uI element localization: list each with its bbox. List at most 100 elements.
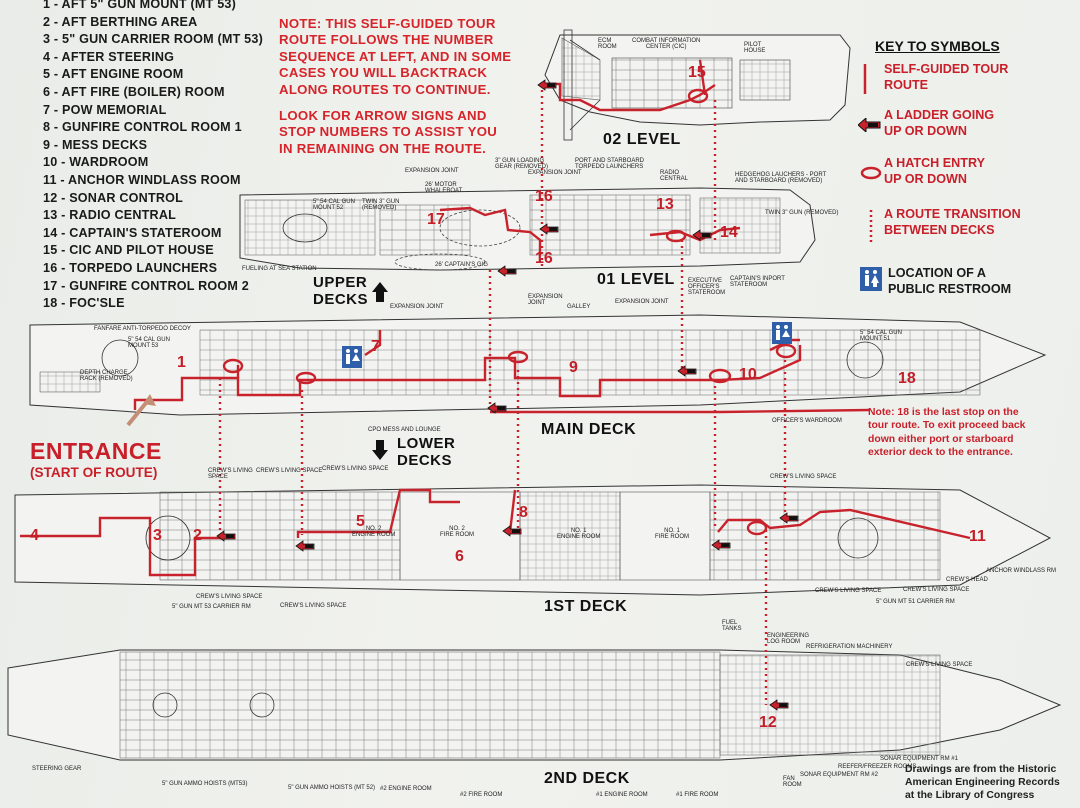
room-label: CREW'S LIVING SPACE bbox=[280, 603, 347, 609]
deck-label-line: DECKS bbox=[313, 291, 369, 308]
deck-label: MAIN DECK bbox=[541, 421, 637, 438]
deck-label: 01 LEVEL bbox=[597, 271, 675, 288]
deck-01-level bbox=[239, 187, 816, 271]
room-label: REFRIGERATION MACHINERY bbox=[806, 644, 893, 650]
room-label: TWIN 3" GUN(REMOVED) bbox=[362, 199, 400, 211]
note-line: CASES YOU WILL BACKTRACK bbox=[279, 65, 488, 81]
key-text: BETWEEN DECKS bbox=[884, 222, 995, 237]
exit-note-line: tour route. To exit proceed back bbox=[868, 420, 1026, 432]
room-label: EXPANSION JOINT bbox=[528, 170, 582, 176]
legend-item: 17 - GUNFIRE CONTROL ROOM 2 bbox=[43, 278, 249, 293]
restroom-icon bbox=[772, 322, 792, 344]
deck-label-line: DECKS bbox=[397, 452, 453, 469]
legend-item: 3 - 5" GUN CARRIER ROOM (MT 53) bbox=[43, 32, 263, 47]
room-label: SONAR EQUIPMENT RM #1 bbox=[880, 756, 958, 762]
stop-number: 17 bbox=[427, 211, 445, 228]
key-text: LOCATION OF A bbox=[888, 266, 986, 280]
room-label: CREW'S HEAD bbox=[946, 577, 988, 583]
room-label: FANFARE ANTI-TORPEDO DECOY bbox=[94, 326, 191, 332]
deck-label: 02 LEVEL bbox=[603, 131, 681, 148]
key-text: ROUTE bbox=[884, 77, 929, 92]
room-label: #1 FIRE ROOM bbox=[676, 792, 719, 798]
exit-note-line: exterior deck to the entrance. bbox=[868, 447, 1013, 459]
legend-item: 5 - AFT ENGINE ROOM bbox=[43, 67, 184, 82]
key-text: A ROUTE TRANSITION bbox=[884, 207, 1021, 221]
legend-item: 12 - SONAR CONTROL bbox=[43, 190, 184, 205]
stop-number: 12 bbox=[759, 714, 777, 731]
key-text: PUBLIC RESTROOM bbox=[888, 281, 1012, 296]
route-line-icon bbox=[863, 64, 867, 94]
room-label: CREW'S LIVING SPACE bbox=[322, 466, 389, 472]
deck-label-line: LOWER bbox=[397, 435, 456, 452]
stop-number: 8 bbox=[519, 504, 528, 521]
credit-line: at the Library of Congress bbox=[905, 790, 1035, 801]
legend-item: 10 - WARDROOM bbox=[43, 155, 149, 170]
stop-number: 3 bbox=[153, 527, 162, 544]
note-line: ROUTE FOLLOWS THE NUMBER bbox=[279, 32, 494, 48]
note-line: LOOK FOR ARROW SIGNS AND bbox=[279, 108, 487, 124]
route-note: NOTE: THIS SELF-GUIDED TOUR ROUTE FOLLOW… bbox=[279, 16, 539, 157]
room-label: CREW'S LIVING SPACE bbox=[903, 587, 970, 593]
legend-item: 14 - CAPTAIN'S STATEROOM bbox=[43, 225, 222, 240]
restroom-icon bbox=[342, 346, 362, 368]
legend-item: 8 - GUNFIRE CONTROL ROOM 1 bbox=[43, 120, 242, 135]
hatch-oval-icon bbox=[860, 166, 882, 180]
room-label: EXPANSION JOINT bbox=[615, 299, 669, 305]
room-label: #2 FIRE ROOM bbox=[460, 792, 503, 798]
room-label: EXPANSION JOINT bbox=[390, 304, 444, 310]
key-text: SELF-GUIDED TOUR bbox=[884, 62, 1009, 76]
legend-item: 13 - RADIO CENTRAL bbox=[43, 208, 177, 223]
ladder-arrow-icon bbox=[858, 118, 881, 132]
stop-number: 15 bbox=[688, 64, 706, 81]
deck-label: 2ND DECK bbox=[544, 770, 630, 787]
room-label: #2 ENGINE ROOM bbox=[380, 786, 432, 792]
stop-number: 9 bbox=[569, 359, 578, 376]
key-text: A LADDER GOING bbox=[884, 108, 995, 122]
entrance-title: ENTRANCE bbox=[30, 438, 162, 464]
room-label: 26' CAPTAIN'S GIG bbox=[435, 262, 488, 268]
stop-number: 5 bbox=[356, 513, 365, 530]
room-label: CREW'S LIVING SPACE bbox=[256, 468, 323, 474]
stop-number: 4 bbox=[30, 527, 39, 544]
room-label: FUELING AT SEA STATION bbox=[242, 266, 317, 272]
room-label: 5" GUN AMMO HOISTS (MT53) bbox=[162, 781, 248, 787]
deck-label: 1ST DECK bbox=[544, 598, 628, 615]
stop-number: 6 bbox=[455, 548, 464, 565]
note-line: SEQUENCE AT LEFT, AND IN SOME bbox=[279, 48, 512, 64]
legend-item: 11 - ANCHOR WINDLASS ROOM bbox=[43, 172, 241, 187]
deck-label-line: UPPER bbox=[313, 274, 368, 291]
arrow-down-icon bbox=[372, 440, 388, 460]
deck-transitions bbox=[218, 90, 787, 705]
key-text: A HATCH ENTRY bbox=[884, 156, 985, 170]
entrance-subtitle: (START OF ROUTE) bbox=[30, 465, 158, 480]
key-title: KEY TO SYMBOLS bbox=[875, 38, 1000, 54]
credit: Drawings are from the Historic American … bbox=[905, 763, 1060, 802]
stop-number: 14 bbox=[720, 224, 738, 241]
room-label: STEERING GEAR bbox=[32, 766, 82, 772]
key-text: UP OR DOWN bbox=[884, 171, 968, 186]
ladder-arrows bbox=[216, 79, 799, 711]
room-label: SONAR EQUIPMENT RM #2 bbox=[800, 772, 878, 778]
legend-item: 18 - FOC'SLE bbox=[43, 296, 125, 311]
room-label: 5" GUN MT 53 CARRIER RM bbox=[172, 604, 251, 610]
room-label: CREW'S LIVING SPACE bbox=[196, 594, 263, 600]
legend-item: 2 - AFT BERTHING AREA bbox=[43, 14, 198, 29]
stop-number: 11 bbox=[969, 528, 986, 545]
